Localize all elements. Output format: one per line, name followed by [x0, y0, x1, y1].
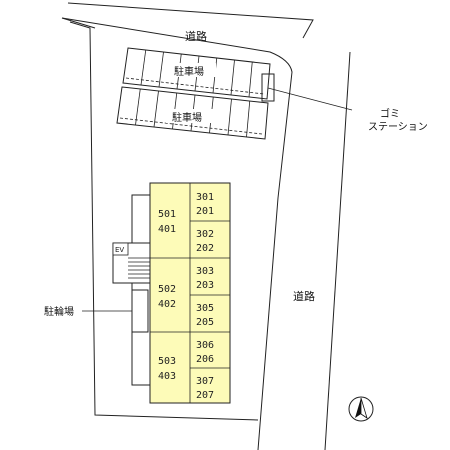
stall-divider: [119, 117, 263, 135]
unit-number: 502: [158, 284, 176, 295]
garbage-label-line2: ステーション: [368, 122, 428, 133]
site-boundary: [61, 17, 293, 450]
elevator-stairs: EV: [112, 242, 151, 284]
parking-row-bottom: [116, 86, 269, 140]
parking-row-top: [122, 47, 271, 100]
unit-number: 207: [196, 390, 214, 401]
road-right-edge: [324, 51, 351, 450]
bicycle-parking-label: 駐輪場: [44, 305, 74, 318]
road-top-label: 道路: [185, 29, 207, 43]
stairs: [128, 257, 150, 279]
unit-number: 401: [158, 224, 176, 235]
unit-number: 306: [196, 340, 214, 351]
unit-number: 301: [196, 192, 214, 203]
unit-number: 205: [196, 317, 214, 328]
unit-number: 307: [196, 376, 214, 387]
stall-divider: [140, 49, 147, 86]
units-west: 501 401 502 402 503 403: [158, 209, 176, 382]
unit-number: 402: [158, 299, 176, 310]
unit-number: 501: [158, 209, 176, 220]
garbage-label-line1: ゴミ: [380, 107, 400, 120]
unit-number: 201: [196, 206, 214, 217]
unit-number: 206: [196, 354, 214, 365]
unit-number: 302: [196, 229, 214, 240]
stall-divider: [158, 51, 164, 88]
stall-divider: [135, 88, 141, 126]
stall-divider: [125, 77, 265, 95]
garbage-leader-line: [267, 87, 353, 111]
stall-divider: [153, 90, 159, 128]
unit-number: 203: [196, 280, 214, 291]
units-east: 301 201 302 202 303 203 305 205 306 206 …: [196, 192, 214, 401]
stall-divider: [227, 98, 232, 136]
unit-number: 202: [196, 243, 214, 254]
site-left-edge: [61, 17, 96, 29]
stall-divider: [248, 61, 253, 98]
garbage-station: [261, 73, 275, 102]
road-right-label: 道路: [293, 289, 315, 303]
unit-number: 403: [158, 371, 176, 382]
bicycle-parking: [131, 289, 149, 333]
unit-number: 305: [196, 303, 214, 314]
site-boundary-left: [69, 21, 259, 421]
parking-label-bottom: 駐車場: [172, 111, 202, 124]
road-top-edge: [67, 2, 314, 39]
stall-divider: [246, 100, 251, 138]
north-arrow-icon: [348, 396, 374, 422]
unit-number: 503: [158, 356, 176, 367]
stall-divider: [230, 59, 235, 96]
parking-label-top: 駐車場: [174, 65, 204, 78]
elevator-label: EV: [115, 246, 124, 254]
unit-number: 303: [196, 266, 214, 277]
